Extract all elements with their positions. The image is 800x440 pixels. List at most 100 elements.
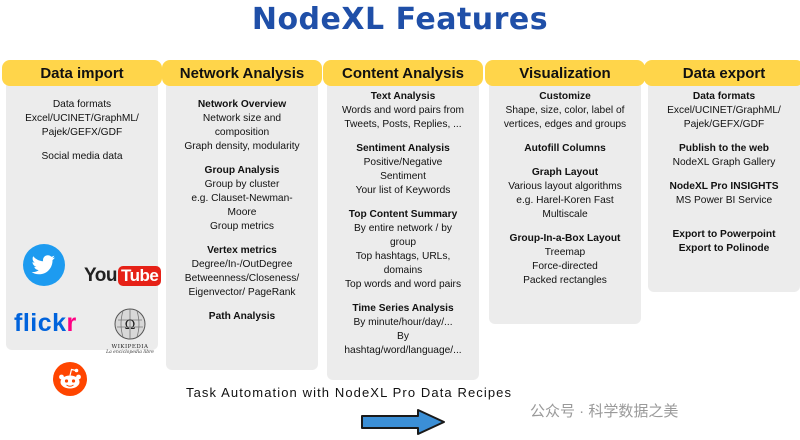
feature-text: Excel/UCINET/GraphML/ xyxy=(667,105,781,116)
spacer xyxy=(327,198,479,208)
spacer xyxy=(166,300,318,310)
feature-text: Shape, size, color, label of xyxy=(505,105,625,116)
feature-text: Eigenvector/ PageRank xyxy=(188,287,296,298)
youtube-you-text: You xyxy=(84,265,117,286)
flickr-text-pink: r xyxy=(66,309,77,337)
feature-text: Social media data xyxy=(41,151,123,162)
column-header: Content Analysis xyxy=(323,60,483,86)
feature-text: MS Power BI Service xyxy=(675,195,773,206)
section-heading: Graph Layout xyxy=(531,167,599,178)
column-header: Network Analysis xyxy=(162,60,322,86)
right-arrow-icon xyxy=(361,409,445,435)
feature-text: Tweets, Posts, Replies, ... xyxy=(344,119,462,130)
task-automation-caption: Task Automation with NodeXL Pro Data Rec… xyxy=(186,385,513,400)
section-heading: NodeXL Pro INSIGHTS xyxy=(669,181,779,192)
spacer xyxy=(327,132,479,142)
section-heading: Time Series Analysis xyxy=(352,303,454,314)
feature-text: Degree/In-/OutDegree xyxy=(191,259,293,270)
twitter-bird-icon xyxy=(23,244,65,286)
section-heading: Export to Polinode xyxy=(678,243,770,254)
section-heading: Group-In-a-Box Layout xyxy=(509,233,621,244)
section-heading: Autofill Columns xyxy=(524,143,606,154)
feature-text: Data formats xyxy=(52,99,112,110)
reddit-alien-icon xyxy=(53,362,87,396)
feature-text: Various layout algorithms xyxy=(508,181,622,192)
watermark-text: 公众号 · 科学数据之美 xyxy=(530,403,679,420)
section-heading: Data formats xyxy=(692,91,756,102)
youtube-tube-text: Tube xyxy=(117,266,162,286)
feature-text: Excel/UCINET/GraphML/ xyxy=(25,113,139,124)
column-panel xyxy=(327,80,479,380)
section-heading: Group Analysis xyxy=(204,165,280,176)
section-heading: Network Overview xyxy=(197,99,287,110)
feature-text: Group by cluster xyxy=(204,179,280,190)
section-heading: Vertex metrics xyxy=(207,245,277,256)
feature-text: Positive/Negative xyxy=(363,157,443,168)
feature-text: Top words and word pairs xyxy=(344,279,462,290)
section-heading: Path Analysis xyxy=(208,311,276,322)
column-header: Data import xyxy=(2,60,162,86)
spacer xyxy=(489,132,641,142)
wikipedia-name: WIKIPEDIA xyxy=(111,344,149,350)
feature-text: Pajek/GEFX/GDF xyxy=(41,127,123,138)
feature-text: By minute/hour/day/... xyxy=(353,317,453,328)
spacer xyxy=(489,222,641,232)
page-title: NodeXL Features xyxy=(251,2,549,37)
feature-text: By xyxy=(397,331,409,342)
feature-text: Top hashtags, URLs, xyxy=(355,251,451,262)
social-logos: You Tube flickr Ω WIKIPEDIA La enciclope… xyxy=(6,244,162,405)
column-panel xyxy=(489,80,641,324)
feature-text: group xyxy=(389,237,417,248)
spacer xyxy=(648,132,800,142)
section-heading: Sentiment Analysis xyxy=(356,143,450,154)
feature-text: domains xyxy=(383,265,423,276)
feature-text: Sentiment xyxy=(380,171,426,182)
section-heading: Customize xyxy=(539,91,591,102)
feature-text: By entire network / by xyxy=(354,223,452,234)
column-panel xyxy=(6,80,158,350)
feature-text: Packed rectangles xyxy=(523,275,607,286)
feature-text: e.g. Clauset-Newman- xyxy=(191,193,293,204)
spacer xyxy=(489,156,641,166)
feature-text: Group metrics xyxy=(210,221,274,232)
feature-text: Your list of Keywords xyxy=(355,185,451,196)
section-heading: Text Analysis xyxy=(370,91,436,102)
flickr-logo: flickr xyxy=(14,309,77,338)
section-heading: Top Content Summary xyxy=(348,209,458,220)
feature-text: Pajek/GEFX/GDF xyxy=(683,119,765,130)
feature-text: Multiscale xyxy=(542,209,588,220)
spacer xyxy=(166,154,318,164)
feature-text: hashtag/word/language/... xyxy=(344,345,462,356)
wikipedia-logo: Ω WIKIPEDIA La enciclopedia libre xyxy=(102,307,158,355)
feature-text: Network size and xyxy=(202,113,282,124)
feature-text: Graph density, modularity xyxy=(184,141,300,152)
spacer xyxy=(166,234,318,244)
spacer xyxy=(648,170,800,180)
column-panel xyxy=(648,80,800,292)
wikipedia-glyph: Ω xyxy=(125,318,136,333)
column-header: Data export xyxy=(644,60,800,86)
spacer xyxy=(648,208,800,218)
wikipedia-tagline: La enciclopedia libre xyxy=(106,350,154,355)
feature-text: composition xyxy=(214,127,270,138)
feature-text: Betweenness/Closeness/ xyxy=(184,273,300,284)
flickr-text-blue: flick xyxy=(14,309,67,337)
section-heading: Publish to the web xyxy=(679,143,769,154)
youtube-logo: You Tube xyxy=(84,265,162,287)
column-header: Visualization xyxy=(485,60,645,86)
feature-text: e.g. Harel-Koren Fast xyxy=(516,195,614,206)
wikipedia-globe-icon: Ω xyxy=(114,308,146,340)
spacer xyxy=(6,140,158,150)
feature-text: Words and word pairs from xyxy=(341,105,465,116)
feature-text: Moore xyxy=(227,207,257,218)
feature-text: Treemap xyxy=(544,247,586,258)
feature-text: Force-directed xyxy=(532,261,598,272)
column-panel xyxy=(166,80,318,370)
spacer xyxy=(327,292,479,302)
section-heading: Export to Powerpoint xyxy=(672,229,776,240)
